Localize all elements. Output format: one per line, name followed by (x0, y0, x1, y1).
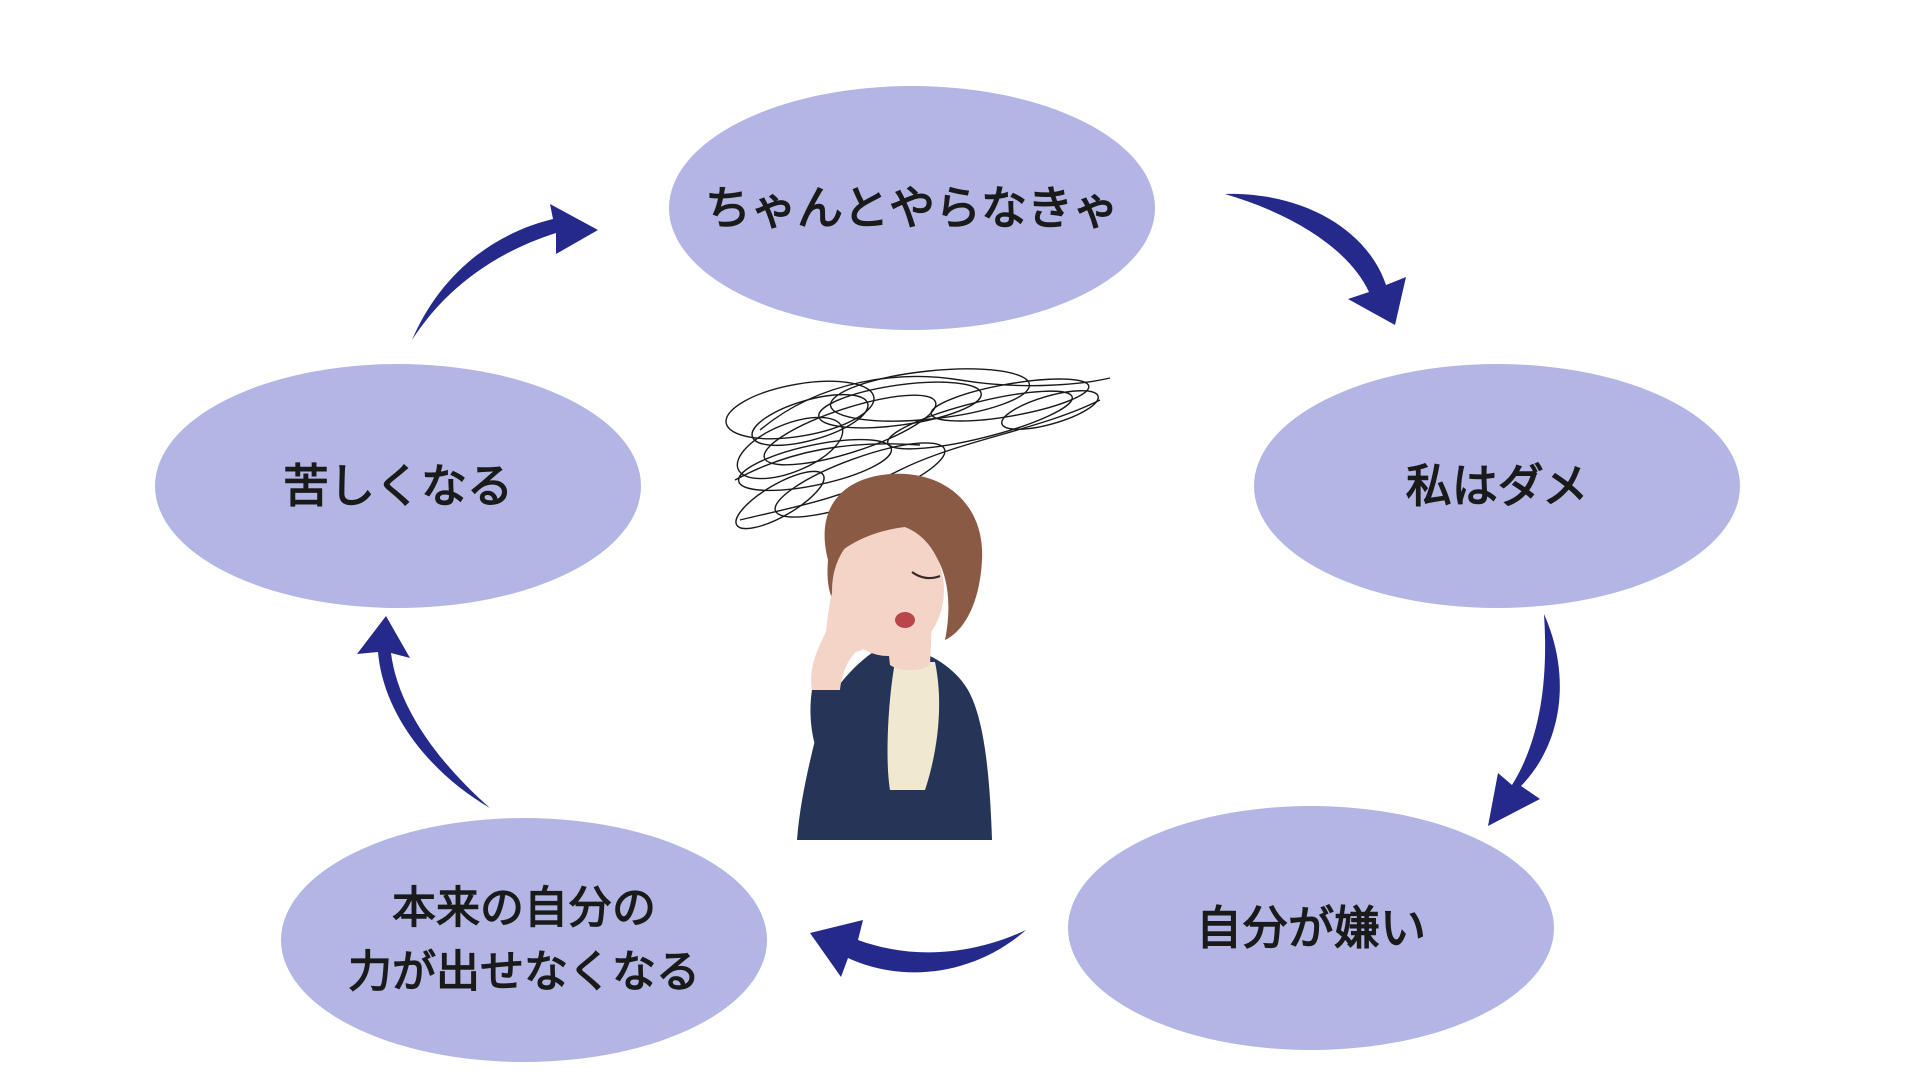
arrow-bottomright-to-bottomleft (810, 920, 1026, 977)
node-bottom-left-label-line: 力が出せなくなる (348, 946, 700, 997)
cycle-arrows (357, 193, 1560, 977)
hair-bangs (832, 490, 978, 570)
node-bottom-right-ellipse (1068, 806, 1554, 1050)
node-bottom-left-label-line: 本来の自分の (392, 883, 656, 934)
arrow-left-to-top (412, 204, 598, 340)
scribble-icon (725, 368, 1111, 530)
node-left-ellipse (155, 364, 641, 608)
node-right-label-line: 私はダメ (1406, 459, 1589, 513)
sleeve (810, 690, 848, 762)
node-bottom-right: 自分が嫌い (1068, 806, 1554, 1050)
node-top-ellipse (669, 86, 1155, 330)
node-top-label-line: ちゃんとやらなきゃ (705, 181, 1119, 235)
node-top: ちゃんとやらなきゃ (669, 86, 1155, 330)
node-bottom-right-label-line: 自分が嫌い (1196, 901, 1426, 955)
stressed-woman-illustration (725, 368, 1111, 840)
node-left: 苦しくなる (155, 364, 641, 608)
inner-top (887, 662, 940, 790)
node-right: 私はダメ (1254, 364, 1740, 608)
arrow-right-to-bottomright (1488, 614, 1560, 826)
hand (811, 568, 878, 703)
arrow-top-to-right (1225, 193, 1406, 325)
mouth (895, 612, 915, 628)
closed-eye (911, 571, 941, 580)
node-right-ellipse (1254, 364, 1740, 608)
node-bottom-left-ellipse (281, 818, 767, 1062)
arrow-bottomleft-to-left (357, 616, 490, 808)
node-left-label-line: 苦しくなる (283, 459, 513, 513)
